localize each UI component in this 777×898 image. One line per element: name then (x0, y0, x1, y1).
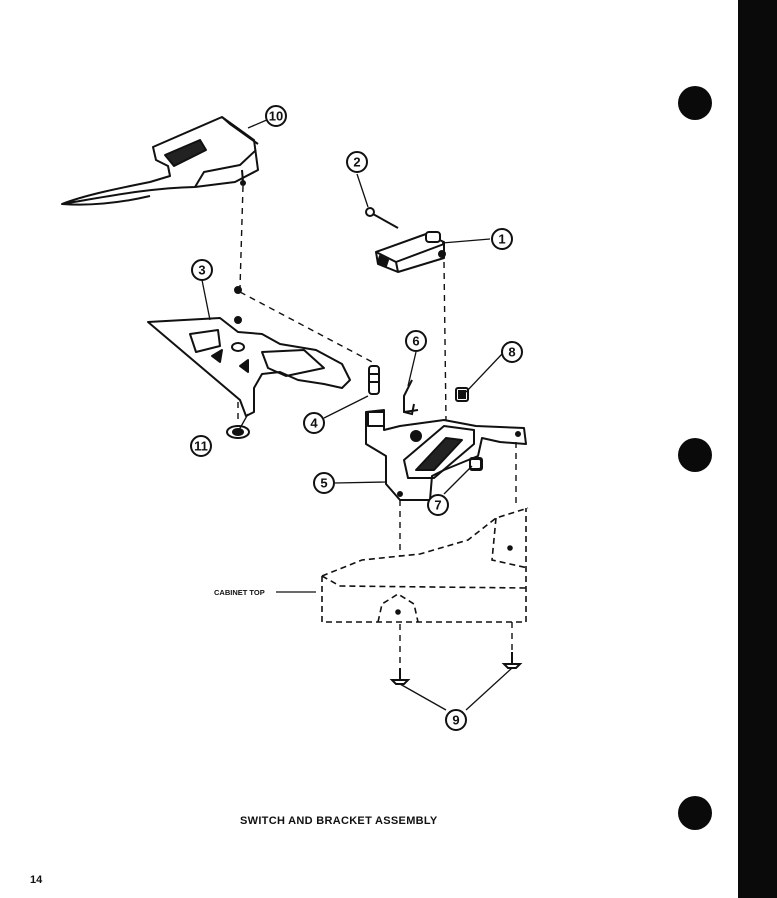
leader-lines (201, 115, 513, 711)
part-8-nut (455, 387, 469, 402)
callout-4: 4 (303, 412, 325, 434)
cabinet-top-outline (321, 507, 529, 623)
punch-hole-top (678, 86, 712, 120)
part-10-actuator (61, 116, 259, 206)
callout-3: 3 (191, 259, 213, 281)
callout-2: 2 (346, 151, 368, 173)
callout-9: 9 (445, 709, 467, 731)
diagram-caption: SWITCH AND BRACKET ASSEMBLY (240, 815, 438, 827)
callout-11: 11 (190, 435, 212, 457)
part-7-nut (469, 458, 482, 470)
callout-9-label: 9 (452, 713, 459, 728)
part-4-spring (368, 365, 380, 395)
callout-5-label: 5 (320, 476, 327, 491)
part-1-switch (375, 231, 446, 273)
callout-8-label: 8 (508, 345, 515, 360)
binding-edge (738, 0, 777, 898)
cabinet-top-label: CABINET TOP (214, 588, 265, 597)
part-9-screws (389, 652, 523, 685)
punch-hole-middle (678, 438, 712, 472)
part-5-mounting-bracket (365, 409, 527, 501)
callout-8: 8 (501, 341, 523, 363)
callout-3-label: 3 (198, 263, 205, 278)
callout-1-label: 1 (498, 232, 505, 247)
page-number: 14 (30, 874, 43, 886)
assembly-guide-lines (237, 185, 517, 666)
callout-11-label: 11 (194, 439, 208, 454)
callout-1: 1 (491, 228, 513, 250)
callout-7: 7 (427, 494, 449, 516)
part-2-screw (365, 207, 399, 229)
part-11-bushing (226, 425, 250, 439)
callout-10-label: 10 (269, 109, 283, 124)
callout-6-label: 6 (412, 334, 419, 349)
callout-5: 5 (313, 472, 335, 494)
part-6-clip (403, 379, 419, 416)
callout-4-label: 4 (310, 416, 318, 431)
callout-7-label: 7 (434, 498, 441, 513)
part-3-bracket-plate (147, 286, 351, 417)
callout-10: 10 (265, 105, 287, 127)
callout-2-label: 2 (353, 155, 360, 170)
callout-6: 6 (405, 330, 427, 352)
punch-hole-bottom (678, 796, 712, 830)
